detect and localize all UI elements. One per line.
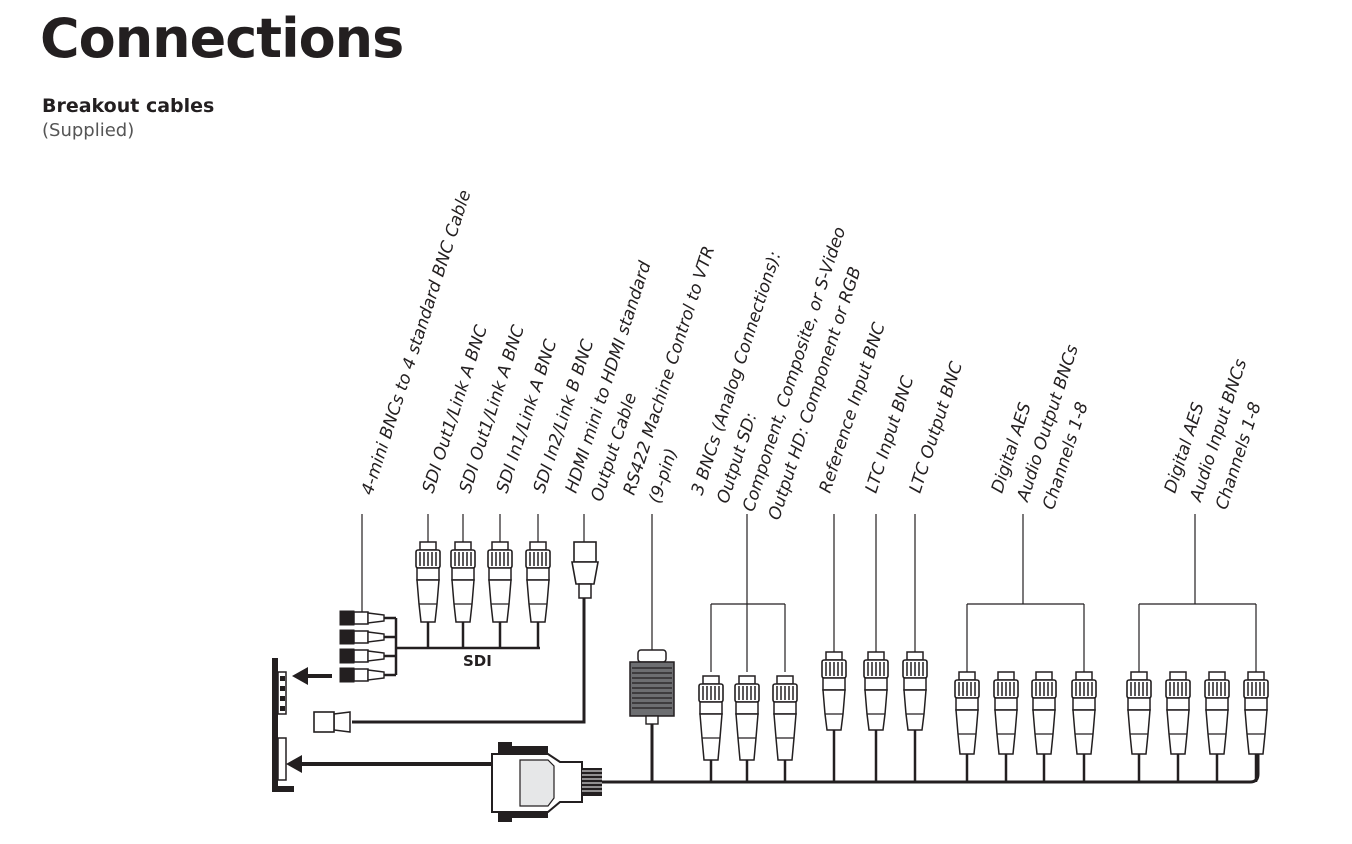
- arrow-icon: [286, 755, 492, 773]
- bnc-connector-icon: [1243, 671, 1269, 755]
- mini-bnc-connector-icon: [339, 610, 385, 626]
- sdi-bundle-label: SDI: [463, 652, 492, 670]
- bnc-connector-icon: [1204, 671, 1230, 755]
- main-connector-icon: [491, 742, 602, 822]
- main-trunk: [600, 754, 1260, 784]
- mini-bnc-connector-icon: [339, 667, 385, 683]
- leader-lines: [361, 514, 1257, 672]
- label-line: 4-mini BNCs to 4 standard BNC Cable: [358, 188, 476, 498]
- db9-connector-icon: [629, 649, 675, 725]
- mini-bnc-connector-icon: [339, 648, 385, 664]
- bnc-connector-icon: [415, 541, 441, 623]
- bnc-connector-icon: [863, 651, 889, 731]
- connectors: SDI: [272, 541, 1269, 822]
- bnc-connector-icon: [993, 671, 1019, 755]
- label-mini-bnc: 4-mini BNCs to 4 standard BNC Cable: [358, 188, 476, 498]
- label-aes-in: Digital AESAudio Input BNCsChannels 1-8: [1160, 348, 1277, 513]
- section-subtitle: Breakout cables: [42, 95, 215, 117]
- bnc-connector-icon: [487, 541, 513, 623]
- bnc-connector-icon: [821, 651, 847, 731]
- cables: [352, 598, 1260, 784]
- section-note: (Supplied): [42, 120, 135, 141]
- arrow-icon: [292, 667, 332, 685]
- card-bracket-icon: [272, 658, 294, 792]
- bnc-connector-icon: [525, 541, 551, 623]
- hdmi-connector-icon: [571, 541, 599, 599]
- bnc-connector-icon: [698, 675, 724, 761]
- mini-bnc-connector-icon: [339, 629, 385, 645]
- bnc-connector-icon: [1071, 671, 1097, 755]
- bnc-connector-icon: [1165, 671, 1191, 755]
- label-aes-out: Digital AESAudio Output BNCsChannels 1-8: [987, 334, 1108, 513]
- hdmi-cable: [352, 598, 586, 724]
- bnc-connector-icon: [1031, 671, 1057, 755]
- bnc-connector-icon: [450, 541, 476, 623]
- bnc-connector-icon: [772, 675, 798, 761]
- hdmi-mini-connector-icon: [313, 711, 351, 733]
- bnc-connector-icon: [954, 671, 980, 755]
- bnc-connector-icon: [902, 651, 928, 731]
- bnc-connector-icon: [1126, 671, 1152, 755]
- bnc-connector-icon: [734, 675, 760, 761]
- page-title: Connections: [40, 7, 404, 70]
